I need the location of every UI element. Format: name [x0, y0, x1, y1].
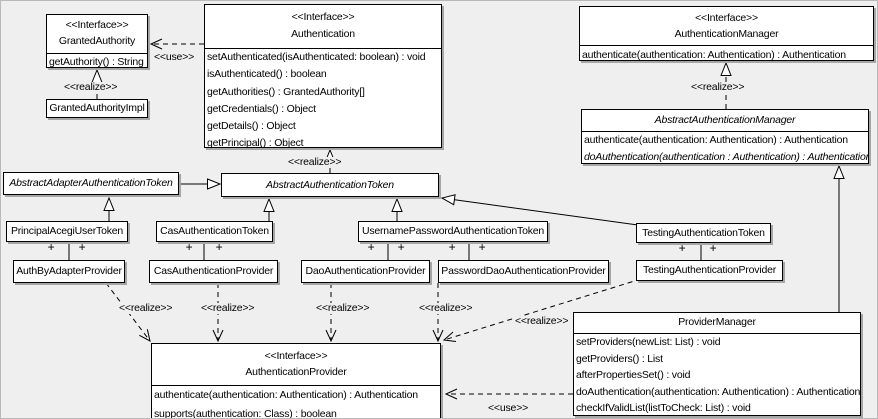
class-abstract-adapter-authentication-token: AbstractAdapterAuthenticationToken	[3, 172, 179, 195]
realize-label: <<realize>>	[200, 302, 256, 314]
method: checkIfValidList(listToCheck: List) : vo…	[576, 402, 751, 415]
class-abstract-authentication-manager: AbstractAuthenticationManager authentica…	[581, 109, 869, 164]
method: isAuthenticated() : boolean	[207, 68, 327, 81]
plus-label: +	[185, 240, 193, 254]
method: doAuthentication(authentication : Authen…	[584, 150, 868, 163]
realize-label: <<realize>>	[690, 81, 746, 93]
class-cas-authentication-token: CasAuthenticationToken	[156, 221, 273, 242]
realize-label: <<realize>>	[514, 315, 570, 327]
realize-label: <<realize>>	[418, 302, 474, 314]
method: getPrincipal() : Object	[207, 137, 304, 148]
plus-label: +	[47, 240, 55, 254]
class-granted-authority: <<Interface>> GrantedAuthority getAuthor…	[46, 14, 148, 68]
class-abstract-authentication-token: AbstractAuthenticationToken	[221, 173, 439, 197]
generalization-testing-token-to-abstract-token	[440, 194, 639, 226]
plus-label: +	[478, 240, 486, 254]
class-provider-manager: ProviderManager setProviders(newList: Li…	[573, 312, 861, 416]
realize-label: <<realize>>	[63, 81, 119, 93]
realize-label: <<realize>>	[287, 156, 343, 168]
class-name: AuthByAdapterProvider	[16, 265, 122, 277]
class-cas-authentication-provider: CasAuthenticationProvider	[149, 260, 278, 283]
plus-label: +	[678, 241, 686, 255]
use-label: <<use>>	[153, 51, 196, 63]
class-name: GrantedAuthorityImpl	[49, 102, 145, 114]
class-username-password-authentication-token: UsernamePasswordAuthenticationToken	[358, 221, 548, 242]
class-authentication: <<Interface>> Authentication setAuthenti…	[204, 4, 442, 148]
method: setProviders(newList: List) : void	[576, 336, 721, 348]
class-name: AuthenticationProvider	[245, 366, 347, 378]
method: authenticate(authentication: Authenticat…	[582, 49, 846, 61]
method: setAuthenticated(isAuthenticated: boolea…	[207, 51, 426, 63]
method: getAuthority() : String	[49, 56, 144, 68]
class-name: ProviderManager	[678, 316, 756, 328]
class-authentication-provider: <<Interface>> AuthenticationProvider aut…	[151, 343, 441, 419]
stereotype: <<Interface>>	[264, 350, 328, 362]
class-name: CasAuthenticationToken	[160, 225, 269, 237]
class-name: AbstractAdapterAuthenticationToken	[9, 177, 173, 189]
method: getDetails() : Object	[207, 120, 296, 133]
class-name: DaoAuthenticationProvider	[305, 265, 426, 277]
class-dao-authentication-provider: DaoAuthenticationProvider	[301, 260, 430, 283]
plus-label: +	[78, 240, 86, 254]
class-name: PrincipalAcegiUserToken	[10, 225, 124, 237]
method: doAuthentication(authentication: Authent…	[576, 385, 860, 398]
plus-label: +	[709, 241, 717, 255]
plus-label: +	[397, 240, 405, 254]
class-principal-acegi-user-token: PrincipalAcegiUserToken	[6, 221, 128, 242]
class-name: AbstractAuthenticationManager	[654, 114, 796, 126]
class-name: Authentication	[291, 28, 355, 40]
use-label: <<use>>	[487, 402, 530, 414]
method: authenticate(authentication: Authenticat…	[154, 389, 418, 401]
class-auth-by-adapter-provider: AuthByAdapterProvider	[13, 260, 125, 283]
stereotype: <<Interface>>	[695, 12, 758, 24]
stereotype: <<Interface>>	[65, 19, 129, 31]
class-name: CasAuthenticationProvider	[153, 265, 274, 277]
method: supports(authentication: Class) : boolea…	[154, 407, 337, 419]
stereotype: <<Interface>>	[291, 11, 355, 23]
plus-label: +	[448, 240, 456, 254]
plus-label: +	[367, 240, 375, 254]
method: authenticate(authentication: Authenticat…	[584, 134, 848, 146]
class-authentication-manager: <<Interface>> AuthenticationManager auth…	[579, 6, 874, 61]
method: getAuthorities() : GrantedAuthority[]	[207, 85, 365, 98]
class-name: GrantedAuthority	[58, 35, 136, 47]
class-name: AbstractAuthenticationToken	[266, 179, 394, 191]
class-name: AuthenticationManager	[674, 28, 779, 40]
class-testing-authentication-token: TestingAuthenticationToken	[636, 223, 771, 243]
method: afterPropertiesSet() : void	[576, 369, 691, 382]
class-granted-authority-impl: GrantedAuthorityImpl	[46, 99, 148, 118]
class-password-dao-authentication-provider: PasswordDaoAuthenticationProvider	[438, 260, 609, 283]
class-name: PasswordDaoAuthenticationProvider	[441, 265, 606, 277]
method: getProviders() : List	[576, 352, 663, 365]
realize-label: <<realize>>	[315, 302, 371, 314]
class-name: TestingAuthenticationToken	[642, 227, 765, 239]
method: getCredentials() : Object	[207, 102, 316, 115]
realize-label: <<realize>>	[118, 302, 174, 314]
class-name: TestingAuthenticationProvider	[642, 264, 777, 276]
class-testing-authentication-provider: TestingAuthenticationProvider	[636, 260, 783, 281]
realize-testing-provider	[442, 278, 642, 343]
plus-label: +	[215, 240, 223, 254]
class-name: UsernamePasswordAuthenticationToken	[361, 225, 545, 237]
